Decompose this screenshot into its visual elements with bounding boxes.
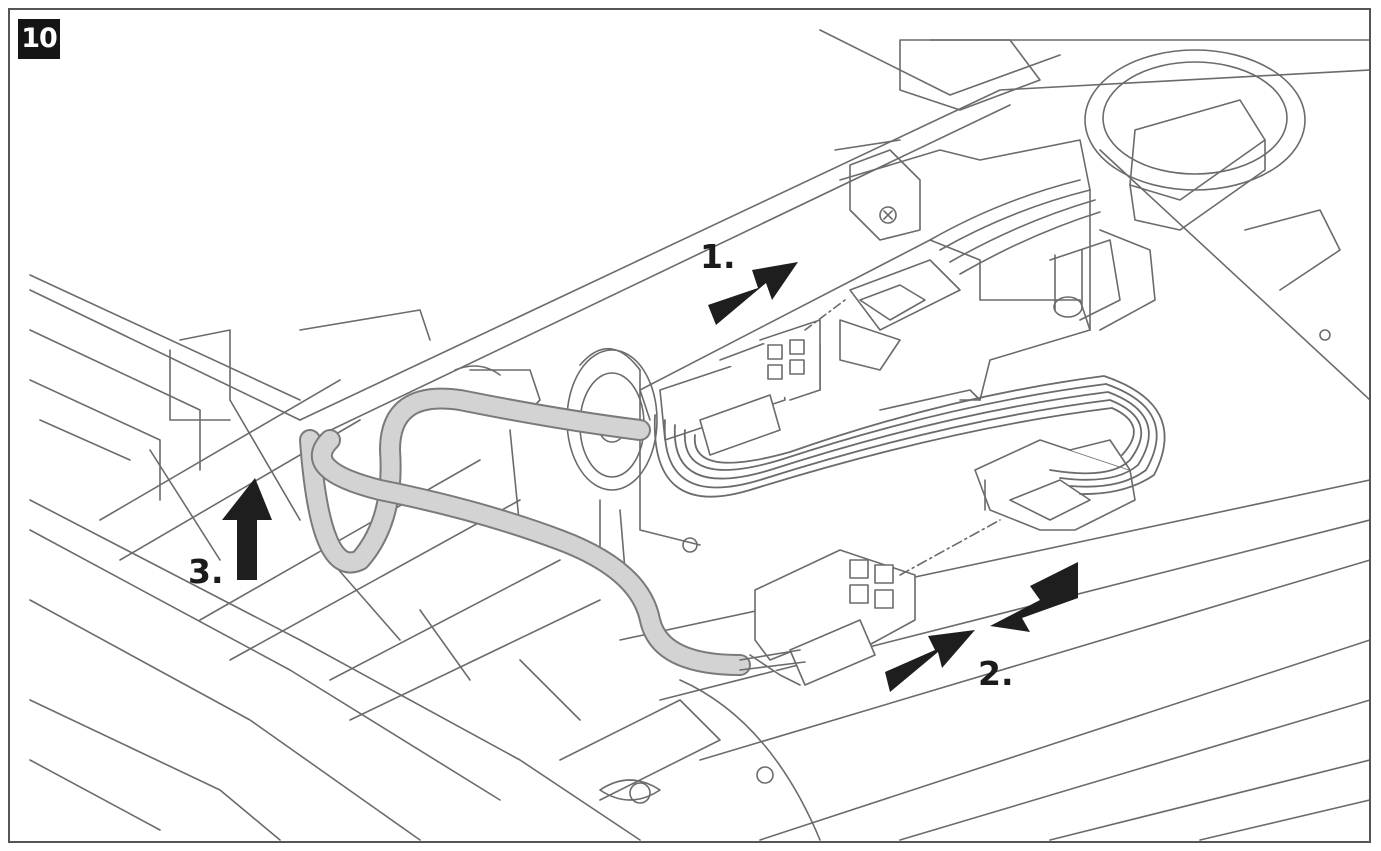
wire-bundle	[653, 375, 1166, 498]
arrow-step-1	[708, 262, 798, 325]
connector-plug-lower	[749, 549, 916, 686]
arrow-step-2-left	[990, 562, 1078, 632]
left-grid-frame	[29, 274, 774, 841]
alignment-line-upper	[804, 299, 846, 331]
control-box	[639, 139, 1156, 421]
top-cap	[899, 39, 1341, 341]
housing-shell	[299, 29, 1369, 841]
arrow-step-2-right	[885, 630, 975, 692]
step-1-label: 1.	[700, 237, 736, 276]
step-2-label: 2.	[978, 654, 1014, 693]
connector-housing-upper	[659, 319, 821, 456]
connector-plug-right	[974, 439, 1136, 531]
alignment-line-lower	[899, 519, 1001, 576]
figure-number-badge: 10	[18, 19, 60, 59]
step-3-label: 3.	[188, 552, 224, 591]
arrow-step-3	[222, 478, 272, 580]
grey-cables	[299, 387, 806, 676]
